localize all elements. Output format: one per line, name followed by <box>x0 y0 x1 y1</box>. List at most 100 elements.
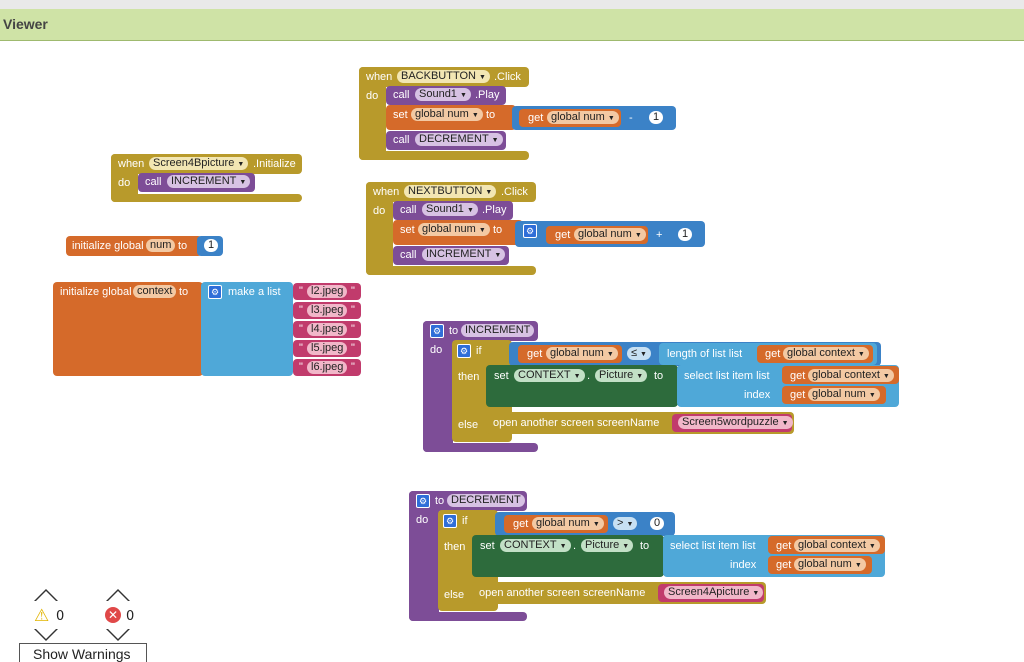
chevron-down-icon: ▼ <box>466 207 474 214</box>
text-field[interactable]: l6.jpeg <box>307 361 348 374</box>
call-label: call <box>393 89 410 101</box>
number-field[interactable]: 1 <box>204 239 219 252</box>
procedure-name-field[interactable]: DECREMENT <box>447 494 525 507</box>
open-screen-label: open another screen screenName <box>479 587 646 599</box>
init-global-label: initialize global <box>60 286 132 298</box>
chevron-down-icon: ▼ <box>573 373 581 380</box>
variable-dropdown[interactable]: global context▼ <box>783 347 869 360</box>
get-label: get <box>528 112 544 124</box>
variable-name: global context <box>798 539 866 551</box>
show-warnings-button[interactable]: Show Warnings <box>19 643 147 662</box>
set-label: set <box>400 224 415 236</box>
variable-name: global context <box>812 369 880 381</box>
warning-count: 0 <box>56 609 65 624</box>
call-label: call <box>400 204 417 216</box>
mutator-gear-icon[interactable]: ⚙ <box>523 224 537 238</box>
variable-dropdown[interactable]: global num▼ <box>808 388 880 401</box>
to-label: to <box>486 109 496 121</box>
variable-name-field[interactable]: context <box>133 285 177 298</box>
variable-dropdown[interactable]: global num▼ <box>532 517 604 530</box>
event-label: .Click <box>501 186 528 198</box>
screen-name-dropdown[interactable]: Screen4Apicture▼ <box>664 586 764 599</box>
event-block-screen-initialize[interactable]: when Screen4Bpicture▼ .Initialize do cal… <box>111 154 303 204</box>
property-name: Picture <box>585 539 620 551</box>
event-block-nextbutton-click[interactable]: when NEXTBUTTON▼ .Click do call Sound1▼ … <box>366 182 706 277</box>
procedure-dropdown[interactable]: DECREMENT▼ <box>415 133 503 146</box>
component-name: CONTEXT <box>518 369 571 381</box>
screen-name: Screen4Apicture <box>668 586 750 598</box>
chevron-down-icon: ▼ <box>636 373 644 380</box>
mutator-gear-icon[interactable]: ⚙ <box>430 324 444 338</box>
variable-dropdown[interactable]: global num▼ <box>794 558 866 571</box>
component-dropdown[interactable]: BACKBUTTON▼ <box>397 70 490 83</box>
screen-name-dropdown[interactable]: Screen5wordpuzzle▼ <box>678 416 793 429</box>
variable-name: global num <box>798 558 852 570</box>
index-label: index <box>730 559 757 571</box>
chevron-down-icon: ▼ <box>752 590 760 597</box>
warnings-panel: ⚠ 0 ✕ 0 <box>20 587 150 662</box>
variable-dropdown[interactable]: global num▼ <box>418 223 490 236</box>
text-field[interactable]: l2.jpeg <box>307 285 348 298</box>
chevron-down-icon: ▼ <box>640 351 647 358</box>
init-global-context-block[interactable]: initialize global context to ⚙ make a li… <box>53 282 363 377</box>
number-field[interactable]: 1 <box>649 111 664 124</box>
variable-name: global num <box>578 228 632 240</box>
operator-dropdown[interactable]: ≤▼ <box>627 347 651 360</box>
text-field[interactable]: l4.jpeg <box>307 323 348 336</box>
event-block-backbutton-click[interactable]: when BACKBUTTON▼ .Click do call Sound1▼ … <box>359 67 676 162</box>
text-field[interactable]: l5.jpeg <box>307 342 348 355</box>
to-label: to <box>179 286 189 298</box>
play-label: .Play <box>482 204 507 216</box>
variable-dropdown[interactable]: global num▼ <box>411 108 483 121</box>
init-global-num-block[interactable]: initialize global num to 1 <box>66 236 224 256</box>
procedure-name-field[interactable]: INCREMENT <box>461 324 535 337</box>
select-list-item-label: select list item list <box>670 540 756 552</box>
chevron-down-icon: ▼ <box>478 227 486 234</box>
show-warnings-label: Show Warnings <box>33 646 131 662</box>
dot-label: . <box>573 540 577 552</box>
text-field[interactable]: l3.jpeg <box>307 304 348 317</box>
sound-dropdown[interactable]: Sound1▼ <box>415 88 471 101</box>
number-field[interactable]: 1 <box>678 228 693 241</box>
variable-dropdown[interactable]: global context▼ <box>794 539 880 552</box>
variable-dropdown[interactable]: global num▼ <box>546 347 618 360</box>
operator-dropdown[interactable]: >▼ <box>613 517 638 530</box>
when-label: when <box>118 158 145 170</box>
procedure-increment[interactable]: ⚙ to INCREMENT do ⚙ if then else get glo… <box>423 321 903 454</box>
quote-close: " <box>351 323 355 335</box>
chevron-down-icon: ▼ <box>607 115 615 122</box>
mutator-gear-icon[interactable]: ⚙ <box>208 285 222 299</box>
procedure-dropdown[interactable]: INCREMENT▼ <box>422 248 506 261</box>
do-label: do <box>366 90 379 102</box>
blocks-workspace[interactable]: when BACKBUTTON▼ .Click do call Sound1▼ … <box>0 41 1024 662</box>
component-dropdown[interactable]: CONTEXT▼ <box>514 369 585 382</box>
variable-name-field[interactable]: num <box>146 239 176 252</box>
play-label: .Play <box>475 89 500 101</box>
variable-dropdown[interactable]: global num▼ <box>574 228 646 241</box>
component-dropdown[interactable]: CONTEXT▼ <box>500 539 571 552</box>
else-label: else <box>458 419 479 431</box>
procedure-decrement[interactable]: ⚙ to DECREMENT do ⚙ if then else get glo… <box>409 491 889 623</box>
variable-dropdown[interactable]: global num▼ <box>547 111 619 124</box>
quote-close: " <box>351 304 355 316</box>
open-screen-label: open another screen screenName <box>493 417 660 429</box>
procedure-dropdown[interactable]: INCREMENT▼ <box>167 175 251 188</box>
error-count: 0 <box>126 609 135 624</box>
variable-dropdown[interactable]: global context▼ <box>808 369 894 382</box>
chevron-down-icon: ▼ <box>606 351 614 358</box>
procedure-name: INCREMENT <box>426 248 492 260</box>
chevron-down-icon: ▼ <box>485 189 493 196</box>
mutator-gear-icon[interactable]: ⚙ <box>443 514 457 528</box>
property-dropdown[interactable]: Picture▼ <box>595 369 648 382</box>
variable-name: global context <box>787 347 855 359</box>
property-dropdown[interactable]: Picture▼ <box>581 539 634 552</box>
component-dropdown[interactable]: Screen4Bpicture▼ <box>149 157 249 170</box>
chevron-down-icon: ▼ <box>592 521 600 528</box>
component-dropdown[interactable]: NEXTBUTTON▼ <box>404 185 497 198</box>
do-label: do <box>430 344 443 356</box>
number-field[interactable]: 0 <box>650 517 665 530</box>
mutator-gear-icon[interactable]: ⚙ <box>416 494 430 508</box>
sound-dropdown[interactable]: Sound1▼ <box>422 203 478 216</box>
viewer-title: Viewer <box>3 16 48 32</box>
mutator-gear-icon[interactable]: ⚙ <box>457 344 471 358</box>
